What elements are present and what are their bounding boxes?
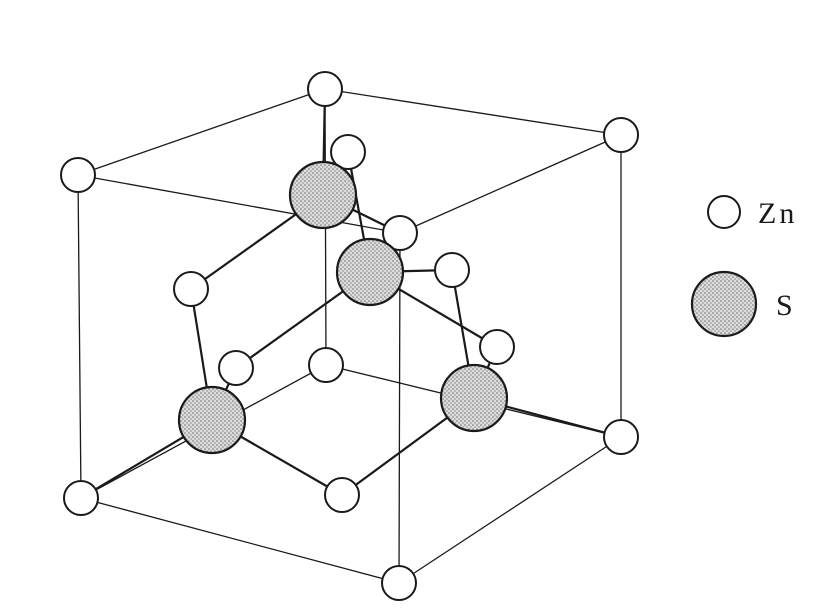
zn-atoms	[60, 71, 639, 601]
zn-atom	[63, 480, 99, 516]
legend-s-label: S	[776, 289, 793, 322]
zn-atom	[603, 117, 639, 153]
s-atom	[288, 160, 358, 230]
zn-atom	[218, 350, 254, 386]
cube-edge-top-left	[77, 174, 401, 234]
cube-edge-top-back	[77, 88, 326, 176]
zn-atom	[60, 157, 96, 193]
cube-edge-top-front	[399, 134, 622, 234]
s-atom	[439, 363, 509, 433]
zn-atom	[434, 252, 470, 288]
cube-edge-bottom-left	[80, 497, 400, 584]
zn-atom	[307, 71, 343, 107]
s-atom	[177, 385, 247, 455]
legend-s-symbol	[690, 270, 758, 338]
zn-atom	[381, 565, 417, 601]
zn-atom	[330, 134, 366, 170]
zn-atom	[479, 329, 515, 365]
legend: Zn S	[690, 195, 797, 338]
unit-cell-edges	[77, 88, 622, 584]
zn-atom	[173, 271, 209, 307]
zn-atom	[308, 347, 344, 383]
legend-zn-symbol	[707, 195, 741, 229]
zn-atom	[324, 477, 360, 513]
s-atom	[335, 237, 405, 307]
zn-atom	[603, 419, 639, 455]
cube-edge-front-vertical	[398, 232, 401, 584]
s-atoms	[177, 160, 509, 455]
cube-edge-bottom-front	[398, 436, 622, 584]
cube-edge-top-right	[324, 88, 622, 136]
legend-zn-label: Zn	[758, 197, 797, 230]
cube-edge-left-vertical	[77, 174, 82, 499]
zn-atom	[382, 215, 418, 251]
